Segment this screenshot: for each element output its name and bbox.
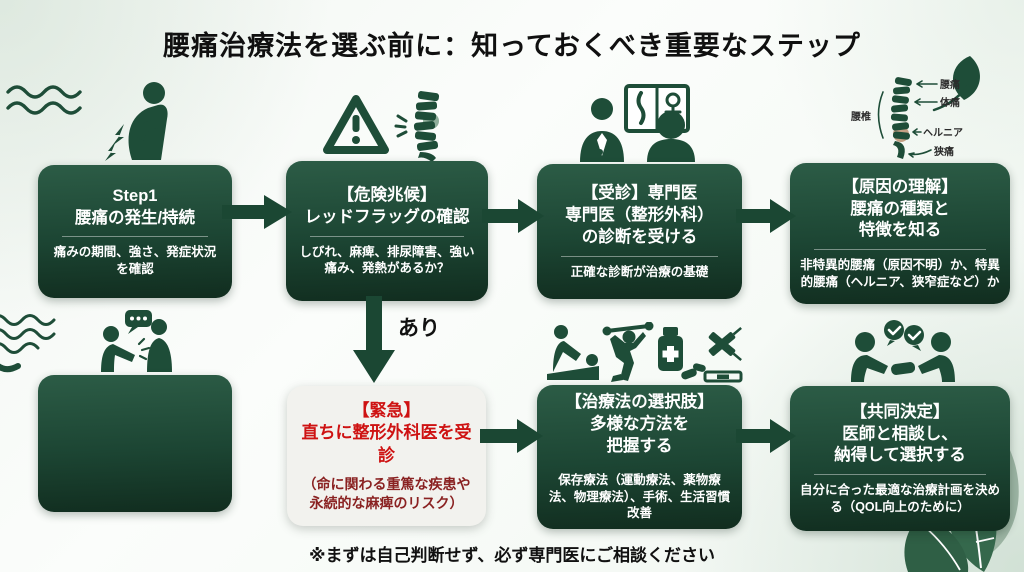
title-line: 【緊急】 (352, 400, 421, 420)
leaf-icon (928, 52, 998, 117)
consult-box: 【受診】専門医 専門医（整形外科） の診断を受ける 正確な診断が治療の基礎 (537, 164, 742, 299)
title-line: レッドフラッグの確認 (304, 208, 470, 226)
spine-diagram-icon: 腰椎 腰痛 体痛 ヘルニア 狭痛 (833, 72, 983, 169)
spine-label-1: 腰痛 (939, 78, 960, 91)
decision-title: 【共同決定】 医師と相談し、 納得して選択する (800, 402, 1000, 468)
cause-box: 【原因の理解】 腰痛の種類と 特徴を知る 非特異的腰痛（原因不明）か、特異的腰痛… (790, 163, 1010, 304)
title-line: 【危険兆候】 (337, 186, 437, 205)
redflag-box: 【危険兆候】 レッドフラッグの確認 しびれ、麻痺、排尿障害、強い痛み、発熱がある… (286, 161, 488, 301)
title-line: 【受診】専門医 (581, 183, 698, 202)
spine-label-3: ヘルニア (923, 127, 963, 139)
footer-note: ※まずは自己判断せず、必ず専門医にご相談ください (309, 546, 715, 565)
options-body: 保存療法（運動療法、薬物療法、物理療法）、手術、生活習慣改善 (548, 473, 731, 521)
arrow-right-icon (222, 192, 292, 237)
divider (310, 235, 464, 237)
title-line: 腰痛の発生/持続 (74, 208, 196, 227)
back-pain-person-icon (98, 80, 188, 167)
decision-box: 【共同決定】 医師と相談し、 納得して選択する 自分に合った最適な治療計画を決め… (790, 386, 1010, 531)
cause-title: 【原因の理解】 腰痛の種類と 特徴を知る (800, 177, 1000, 243)
branch-label: あり (398, 317, 440, 340)
emergency-box: 【緊急】 直ちに整形外科医を受診 （命に関わる重篤な疾患や永続的な麻痺のリスク） (287, 386, 486, 526)
redflag-body: しびれ、麻痺、排尿障害、強い痛み、発熱があるか？ (299, 244, 475, 276)
arrow-right-icon (736, 416, 796, 461)
title-line: 把握する (606, 437, 673, 456)
divider (561, 255, 718, 257)
consult-title: 【受診】専門医 専門医（整形外科） の診断を受ける (547, 183, 732, 249)
emergency-body: （命に関わる重篤な疾患や永続的な麻痺のリスク） (302, 476, 471, 511)
step1-box: Step1 腰痛の発生/持続 痛みの期間、強さ、発症状況を確認 (38, 165, 232, 298)
step1-title: Step1 腰痛の発生/持続 (48, 186, 222, 230)
arrow-right-icon (736, 196, 796, 241)
spine-label-lumbar: 腰椎 (850, 110, 871, 123)
title-line: Step1 (112, 186, 158, 205)
redflag-title: 【危険兆候】 レッドフラッグの確認 (296, 185, 478, 229)
divider (814, 249, 986, 251)
options-title: 【治療法の選択肢】 多様な方法を 把握する (547, 392, 732, 458)
arrow-down-icon (352, 296, 396, 389)
title-line: 納得して選択する (834, 446, 966, 465)
title-line: 【共同決定】 (850, 402, 950, 421)
title-line: 腰痛の種類と (850, 199, 950, 218)
empty-box (38, 375, 232, 512)
divider (814, 474, 986, 476)
step1-body: 痛みの期間、強さ、発症状況を確認 (53, 245, 217, 276)
title-line: 【治療法の選択肢】 (565, 393, 714, 412)
title-line: 医師と相談し、 (842, 424, 958, 443)
consult-body: 正確な診断が治療の基礎 (570, 264, 709, 279)
page-title: 腰痛治療法を選ぶ前に：知っておくべき重要なステップ (163, 31, 861, 61)
arrow-right-icon (480, 416, 543, 461)
doctor-xray-icon (578, 84, 710, 167)
options-box: 【治療法の選択肢】 多様な方法を 把握する 保存療法（運動療法、薬物療法、物理療… (537, 385, 742, 529)
handshake-icon (828, 318, 978, 387)
waves-icon (0, 312, 56, 383)
title-line: の診断を受ける (581, 227, 698, 246)
treatment-set-icon (545, 321, 745, 389)
cause-body: 非特異的腰痛（原因不明）か、特異的腰痛（ヘルニア、狭窄症など）か (800, 258, 1000, 289)
decision-body: 自分に合った最適な治療計画を決める（QOL向上のために） (800, 483, 1001, 514)
conversation-icon (95, 310, 190, 377)
title-line: 多様な方法を (590, 415, 689, 434)
warning-spine-icon (318, 88, 448, 167)
arrow-right-icon (482, 196, 544, 241)
waves-icon (6, 84, 88, 123)
divider (62, 236, 208, 238)
spine-label-4: 狭痛 (933, 145, 954, 158)
title-line: 【原因の理解】 (842, 177, 958, 196)
spine-label-2: 体痛 (940, 96, 960, 109)
title-line: 専門医（整形外科） (565, 205, 714, 224)
emergency-title: 【緊急】 直ちに整形外科医を受診 (297, 400, 476, 468)
title-line: 特徴を知る (858, 221, 942, 240)
title-line: 直ちに整形外科医を受診 (301, 423, 472, 465)
